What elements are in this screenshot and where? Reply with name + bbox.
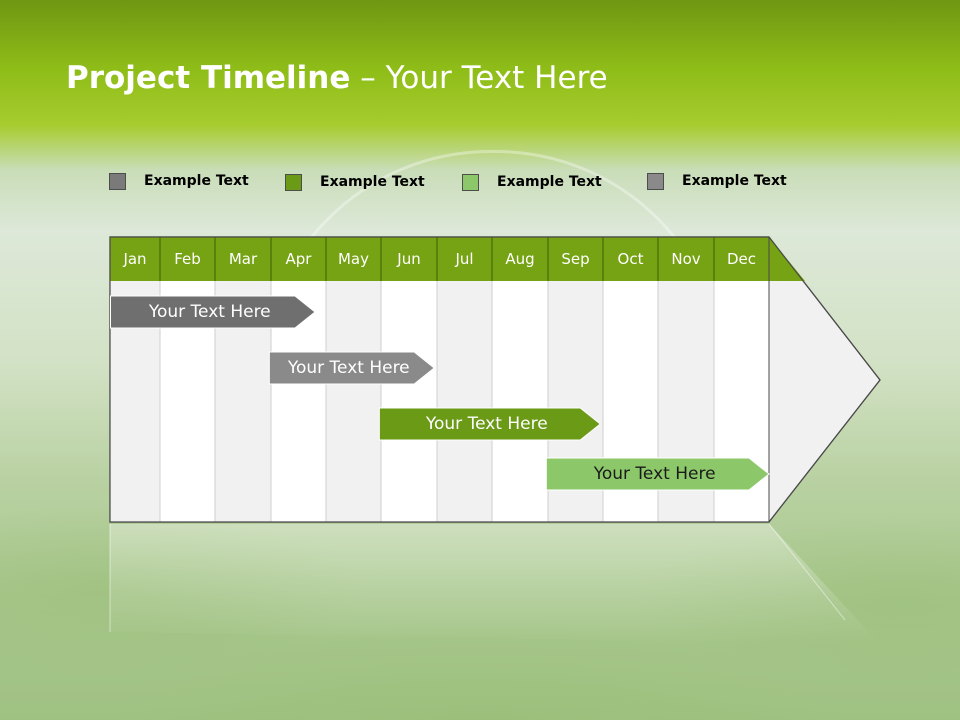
month-label-dec: Dec — [726, 250, 757, 268]
title-bold: Project Timeline — [66, 60, 351, 96]
month-column-jul — [437, 281, 492, 522]
month-label-jul: Jul — [455, 250, 474, 268]
task-label-2: Your Text Here — [287, 358, 410, 378]
task-bar-4 — [545, 457, 770, 491]
month-column-aug — [492, 281, 548, 522]
timeline-header-band — [110, 237, 805, 281]
task-bar-1 — [110, 295, 316, 329]
legend-swatch-4 — [647, 172, 664, 190]
legend-label-1: Example Text — [144, 173, 249, 189]
month-label-aug: Aug — [505, 250, 535, 268]
month-label-apr: Apr — [285, 250, 312, 268]
legend-swatch-3 — [462, 173, 479, 191]
legend-item-3: Example Text — [462, 172, 602, 192]
legend-item-4: Example Text — [647, 171, 787, 191]
task-bar-2 — [268, 351, 436, 385]
legend-swatch-1 — [109, 172, 126, 190]
month-label-feb: Feb — [174, 250, 201, 268]
slide-title: Project Timeline – Your Text Here — [66, 60, 608, 96]
month-column-jun — [381, 281, 437, 522]
timeline-reflection — [110, 524, 880, 644]
month-label-jan: Jan — [123, 250, 147, 268]
task-bar-3 — [378, 407, 602, 441]
month-column-may — [326, 281, 381, 522]
legend-item-1: Example Text — [109, 171, 249, 191]
task-label-3: Your Text Here — [425, 414, 548, 434]
legend-label-3: Example Text — [497, 174, 602, 190]
legend-label-2: Example Text — [320, 174, 425, 190]
timeline-outline — [109, 236, 881, 523]
reflection-edge-right — [768, 523, 846, 621]
month-label-may: May — [337, 250, 369, 268]
month-label-mar: Mar — [228, 250, 258, 268]
task-label-1: Your Text Here — [148, 302, 271, 322]
legend-label-4: Example Text — [682, 173, 787, 189]
task-label-4: Your Text Here — [593, 464, 716, 484]
legend-item-2: Example Text — [285, 172, 425, 192]
month-label-nov: Nov — [671, 250, 701, 268]
title-rest: – Your Text Here — [350, 60, 608, 96]
legend-swatch-2 — [285, 173, 302, 191]
month-label-sep: Sep — [561, 250, 590, 268]
month-label-oct: Oct — [617, 250, 644, 268]
month-label-jun: Jun — [397, 250, 421, 268]
